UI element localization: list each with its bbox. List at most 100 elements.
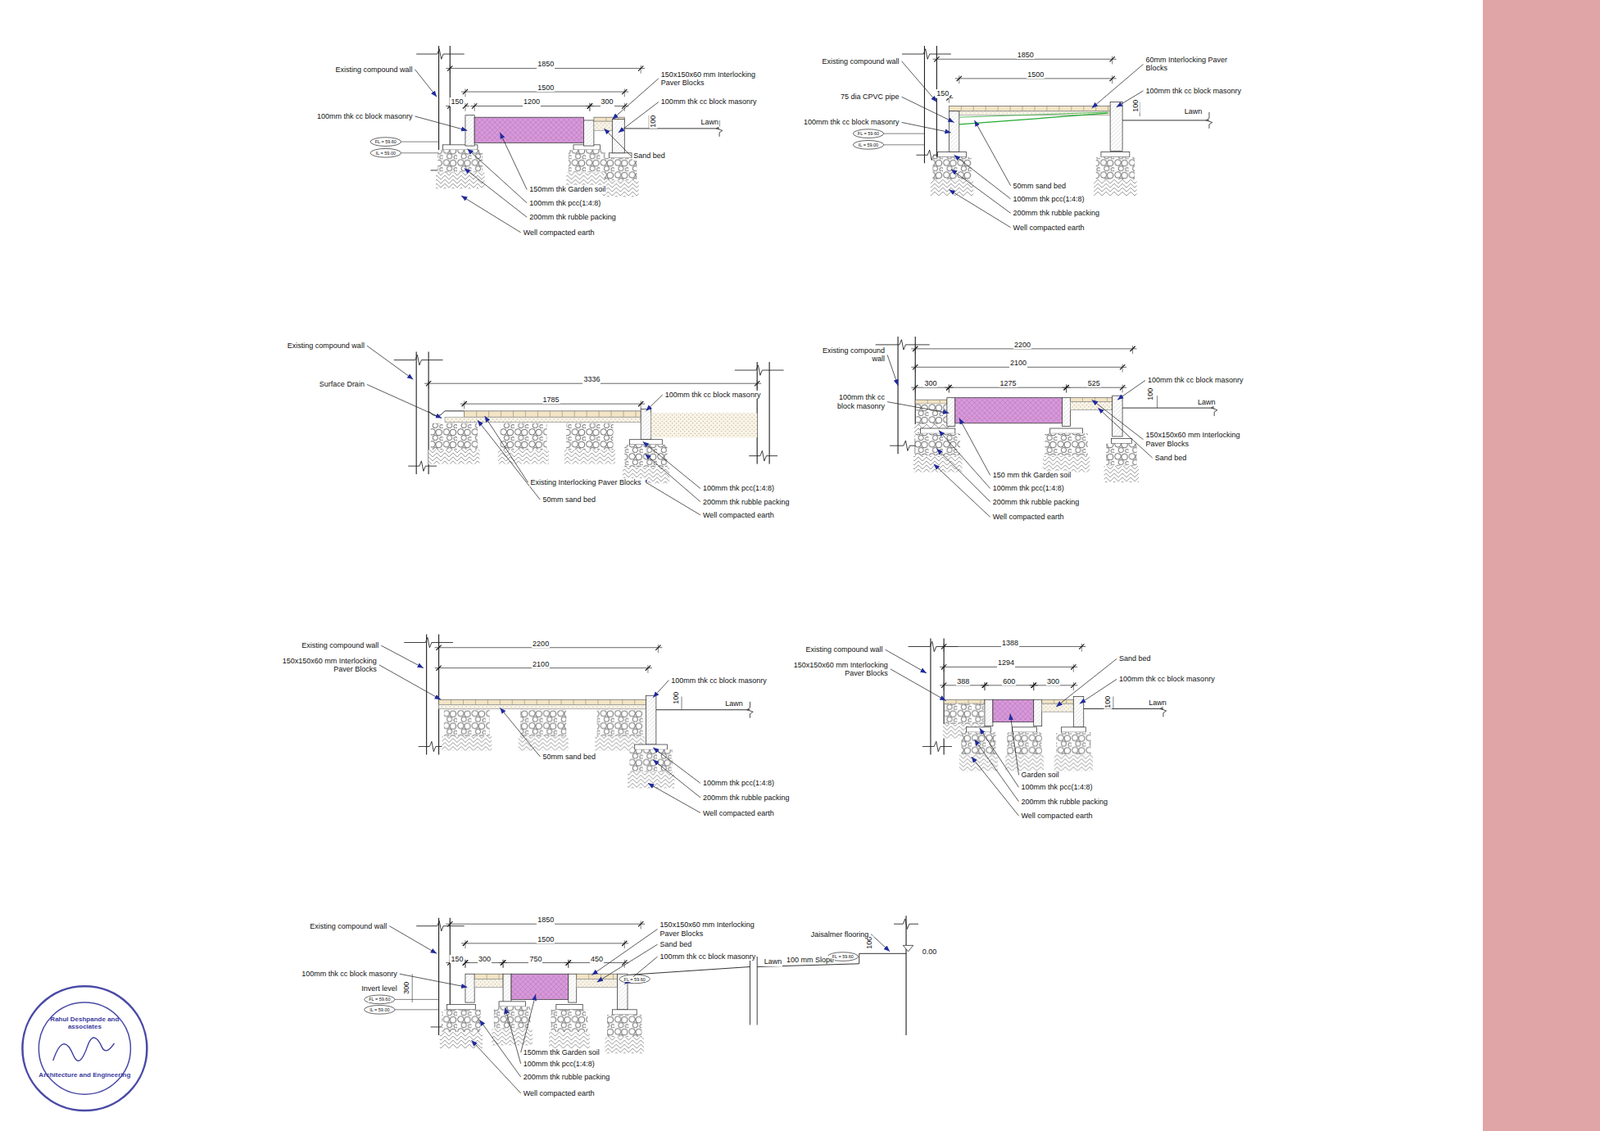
callout-label: 200mm thk rubble packing xyxy=(992,498,1081,507)
level-tag-outline xyxy=(619,974,650,984)
dimension-text: 100 xyxy=(672,690,681,705)
dimension-extension xyxy=(589,103,590,112)
callout-label: 200mm thk rubble packing xyxy=(528,213,617,222)
leader-line xyxy=(461,195,522,233)
leader-line xyxy=(652,680,669,699)
wall-line xyxy=(769,362,771,465)
callout-label: Well compacted earth xyxy=(522,1089,596,1098)
block-masonry xyxy=(583,120,594,146)
block-masonry xyxy=(1110,102,1123,152)
lawn-label: Lawn xyxy=(1196,398,1217,407)
leader-line xyxy=(644,453,701,503)
dimension-extension xyxy=(983,682,985,691)
paver-joint xyxy=(1022,106,1024,112)
paver-joint xyxy=(1070,106,1072,112)
paver-joint xyxy=(1046,106,1048,112)
callout-label: 100mm thk pcc(1:4:8) xyxy=(522,1060,596,1069)
dimension-extension xyxy=(567,960,569,969)
dimension-extension xyxy=(1073,664,1075,673)
callout-label: 100mm thk cc block masonry xyxy=(1144,86,1242,96)
paver-joint xyxy=(611,411,612,417)
block-masonry xyxy=(503,974,512,1003)
rubble-packing xyxy=(444,710,490,737)
leader-line xyxy=(901,61,938,103)
pcc-layer xyxy=(966,727,992,733)
callout-label: Existing compound wall xyxy=(300,641,380,650)
dimension-text: 2100 xyxy=(1009,358,1028,368)
paver-joint xyxy=(968,699,970,704)
paver-joint xyxy=(562,411,563,417)
leader-line xyxy=(936,448,990,503)
wall-line xyxy=(936,45,938,164)
dimension-line xyxy=(412,974,413,1003)
rubble-packing xyxy=(1105,444,1137,467)
dimension-extension xyxy=(1122,384,1124,393)
dimension-text: 1500 xyxy=(1026,70,1045,79)
surface-drain xyxy=(428,411,465,417)
break-line xyxy=(922,741,952,752)
level-tag: IL = 59.00 xyxy=(375,150,397,156)
callout-label: 50mm sand bed xyxy=(1012,181,1068,191)
dimension-text: 1200 xyxy=(522,97,541,106)
paver-joint xyxy=(588,974,590,980)
leader-line xyxy=(611,78,659,120)
dimension-extension xyxy=(464,103,466,112)
paver-joint xyxy=(1106,398,1108,403)
compacted-earth xyxy=(548,1032,590,1049)
dimension-text: 150 xyxy=(935,89,950,98)
level-tag-outline xyxy=(852,140,884,150)
wall-line xyxy=(416,352,417,475)
paver-joint xyxy=(475,699,476,705)
dimension-text: 300 xyxy=(1046,677,1061,686)
callout-label: Well compacted earth xyxy=(522,228,596,237)
callout-label: 100mm thk cc block masonry xyxy=(660,97,758,106)
compacted-earth xyxy=(1093,179,1137,196)
callout-label: 200mm thk rubble packing xyxy=(522,1073,612,1082)
rubble-packing xyxy=(960,732,996,755)
dimension-text: 300 xyxy=(923,379,938,388)
callout-label: 150x150x60 mm Interlocking Paver Blocks xyxy=(659,920,774,939)
pcc-layer xyxy=(447,1005,476,1011)
compacted-earth xyxy=(439,1032,483,1049)
dimension-extension xyxy=(647,665,649,674)
leader-line xyxy=(591,929,658,975)
rubble-packing xyxy=(597,710,644,737)
callout-label: 100mm thk cc block masonry xyxy=(316,112,414,121)
paver-blocks xyxy=(474,974,504,980)
paver-joint xyxy=(597,699,599,705)
dimension-extension xyxy=(948,384,950,393)
compacted-earth xyxy=(913,456,963,473)
paver-joint xyxy=(1094,398,1096,403)
paver-joint xyxy=(586,411,588,417)
block-masonry xyxy=(947,398,956,427)
paver-joint xyxy=(985,106,987,112)
wall-line xyxy=(438,634,440,756)
paver-joint xyxy=(1082,398,1084,403)
callout-label: Existing compound wall xyxy=(820,346,886,364)
callout-label: 100mm thk cc block masonry xyxy=(300,969,399,979)
garden-soil xyxy=(474,117,584,143)
dimension-text: 2200 xyxy=(531,639,550,649)
leader-line xyxy=(938,430,991,490)
leader-line xyxy=(643,441,701,489)
rubble-packing xyxy=(437,149,483,173)
leader-line xyxy=(505,1007,522,1064)
leader-line xyxy=(887,354,898,386)
dimension-extension xyxy=(624,960,626,969)
lawn-label: Lawn xyxy=(724,699,744,708)
paver-joint xyxy=(462,699,464,705)
paver-joint xyxy=(1033,106,1035,112)
pcc-layer xyxy=(1110,438,1132,444)
paver-joint xyxy=(997,106,999,112)
leader-line xyxy=(521,994,536,1053)
sand-bed xyxy=(474,979,504,988)
wall-line xyxy=(929,639,931,756)
dimension-extension xyxy=(915,364,916,373)
paver-joint xyxy=(939,399,941,404)
dimension-extension xyxy=(756,380,758,389)
dimension-extension xyxy=(464,88,466,97)
dimension-text: 150 xyxy=(449,955,464,964)
dimension-extension xyxy=(1111,75,1113,84)
callout-label: Sand bed xyxy=(1118,654,1152,663)
